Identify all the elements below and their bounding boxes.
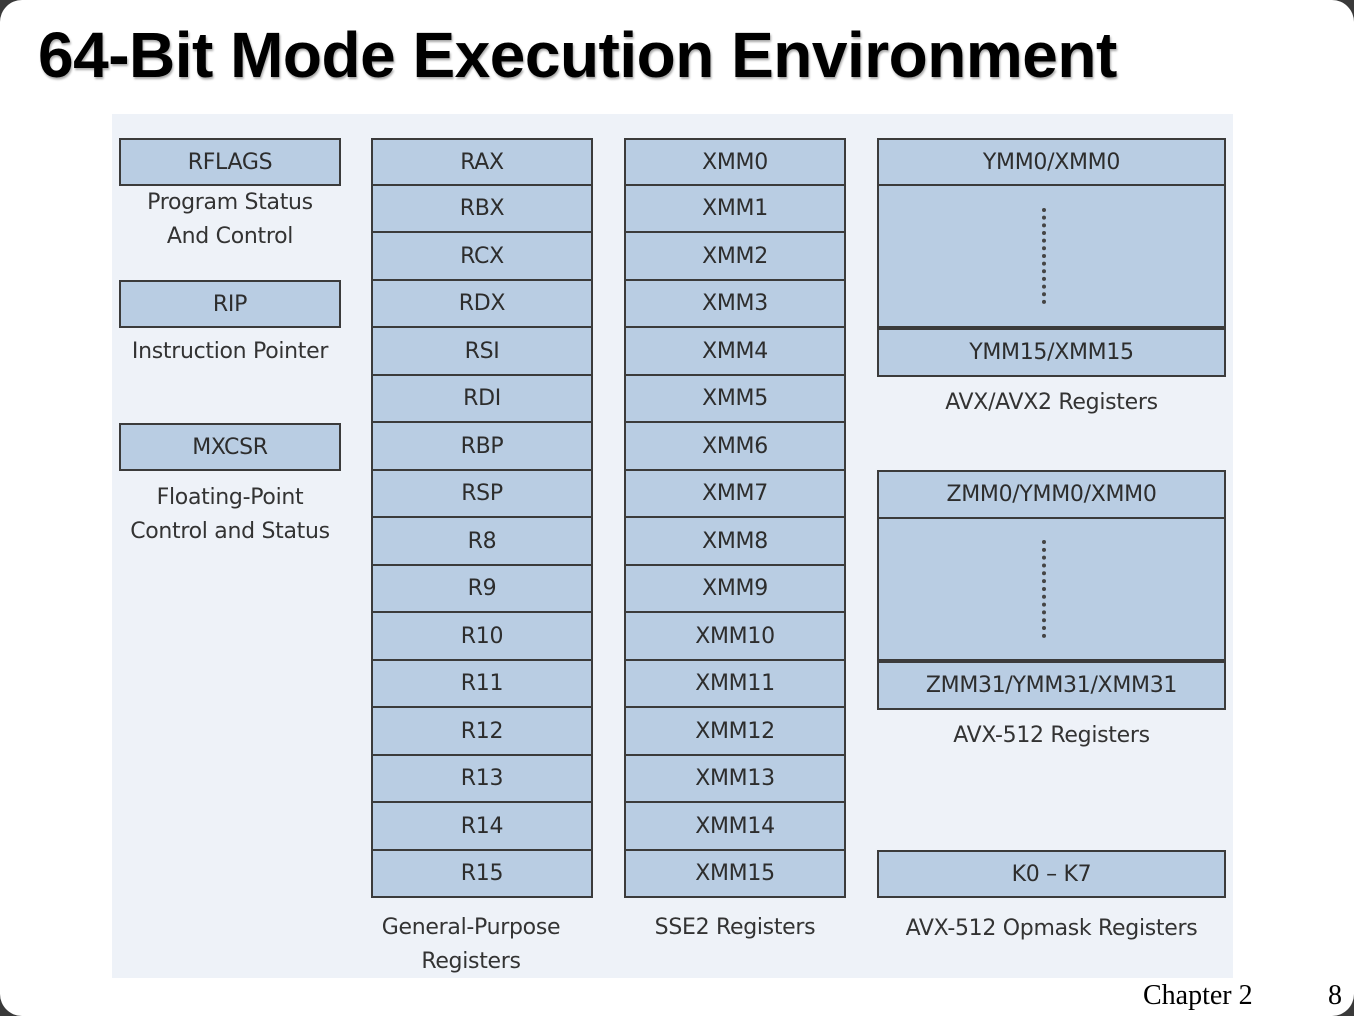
general-purpose-caption-line-2: Registers bbox=[421, 949, 521, 974]
mxcsr-caption-line-2: Control and Status bbox=[130, 519, 330, 544]
opmask-caption: AVX-512 Opmask Registers bbox=[905, 916, 1198, 941]
sse2-register-xmm9: XMM9 bbox=[624, 566, 846, 613]
general-purpose-caption-line-1: General-Purpose bbox=[381, 915, 561, 940]
sse2-register-xmm1: XMM1 bbox=[624, 186, 846, 233]
general-purpose-caption: General-Purpose Registers bbox=[360, 911, 582, 979]
gp-register-r11: R11 bbox=[371, 661, 593, 708]
opmask-register: K0 – K7 bbox=[877, 850, 1226, 898]
gp-register-rdi: RDI bbox=[371, 376, 593, 423]
rflags-register: RFLAGS bbox=[119, 138, 341, 186]
sse2-register-xmm4: XMM4 bbox=[624, 328, 846, 376]
avx512-ellipsis-dots bbox=[1042, 540, 1046, 638]
avx512-last-register: ZMM31/YMM31/XMM31 bbox=[877, 661, 1226, 710]
sse2-register-xmm8: XMM8 bbox=[624, 518, 846, 566]
avx-caption: AVX/AVX2 Registers bbox=[945, 390, 1158, 415]
footer-page-number: 8 bbox=[1328, 980, 1342, 1011]
gp-register-r13: R13 bbox=[371, 756, 593, 803]
footer-chapter: Chapter 2 bbox=[1143, 980, 1253, 1011]
gp-register-r15: R15 bbox=[371, 851, 593, 898]
gp-register-rsi: RSI bbox=[371, 328, 593, 376]
sse2-register-xmm13: XMM13 bbox=[624, 756, 846, 803]
sse2-register-xmm7: XMM7 bbox=[624, 471, 846, 518]
rflags-caption-line-2: And Control bbox=[166, 224, 294, 249]
sse2-register-xmm15: XMM15 bbox=[624, 851, 846, 898]
register-diagram: RFLAGS Program Status And Control RIP In… bbox=[112, 114, 1233, 978]
rip-register: RIP bbox=[119, 280, 341, 328]
sse2-register-xmm14: XMM14 bbox=[624, 803, 846, 851]
gp-register-rbp: RBP bbox=[371, 423, 593, 471]
avx-ellipsis-dots bbox=[1042, 208, 1046, 304]
sse2-register-xmm11: XMM11 bbox=[624, 661, 846, 708]
sse2-register-xmm6: XMM6 bbox=[624, 423, 846, 471]
rip-caption: Instruction Pointer bbox=[114, 335, 346, 369]
mxcsr-caption: Floating-Point Control and Status bbox=[119, 481, 341, 549]
sse2-caption: SSE2 Registers bbox=[654, 915, 816, 940]
avx-last-register: YMM15/XMM15 bbox=[877, 328, 1226, 377]
sse2-register-xmm10: XMM10 bbox=[624, 613, 846, 661]
avx512-first-register: ZMM0/YMM0/XMM0 bbox=[877, 470, 1226, 519]
sse2-register-xmm3: XMM3 bbox=[624, 281, 846, 328]
avx512-caption: AVX-512 Registers bbox=[953, 723, 1150, 748]
gp-register-r9: R9 bbox=[371, 566, 593, 613]
gp-register-rdx: RDX bbox=[371, 281, 593, 328]
gp-register-rax: RAX bbox=[371, 138, 593, 186]
gp-register-r10: R10 bbox=[371, 613, 593, 661]
sse2-register-xmm12: XMM12 bbox=[624, 708, 846, 756]
avx-first-register: YMM0/XMM0 bbox=[877, 138, 1226, 186]
gp-register-r14: R14 bbox=[371, 803, 593, 851]
gp-register-rbx: RBX bbox=[371, 186, 593, 233]
avx512-register-range bbox=[877, 519, 1226, 661]
sse2-register-xmm2: XMM2 bbox=[624, 233, 846, 281]
gp-register-rsp: RSP bbox=[371, 471, 593, 518]
avx-register-range bbox=[877, 186, 1226, 328]
rflags-caption: Program Status And Control bbox=[119, 186, 341, 254]
gp-register-r8: R8 bbox=[371, 518, 593, 566]
sse2-register-xmm0: XMM0 bbox=[624, 138, 846, 186]
slide-title: 64-Bit Mode Execution Environment bbox=[38, 19, 1117, 91]
rflags-caption-line-1: Program Status bbox=[147, 190, 313, 215]
mxcsr-caption-line-1: Floating-Point bbox=[156, 485, 304, 510]
gp-register-rcx: RCX bbox=[371, 233, 593, 281]
gp-register-r12: R12 bbox=[371, 708, 593, 756]
rip-caption-line-1: Instruction Pointer bbox=[131, 339, 329, 364]
mxcsr-register: MXCSR bbox=[119, 423, 341, 471]
sse2-register-xmm5: XMM5 bbox=[624, 376, 846, 423]
